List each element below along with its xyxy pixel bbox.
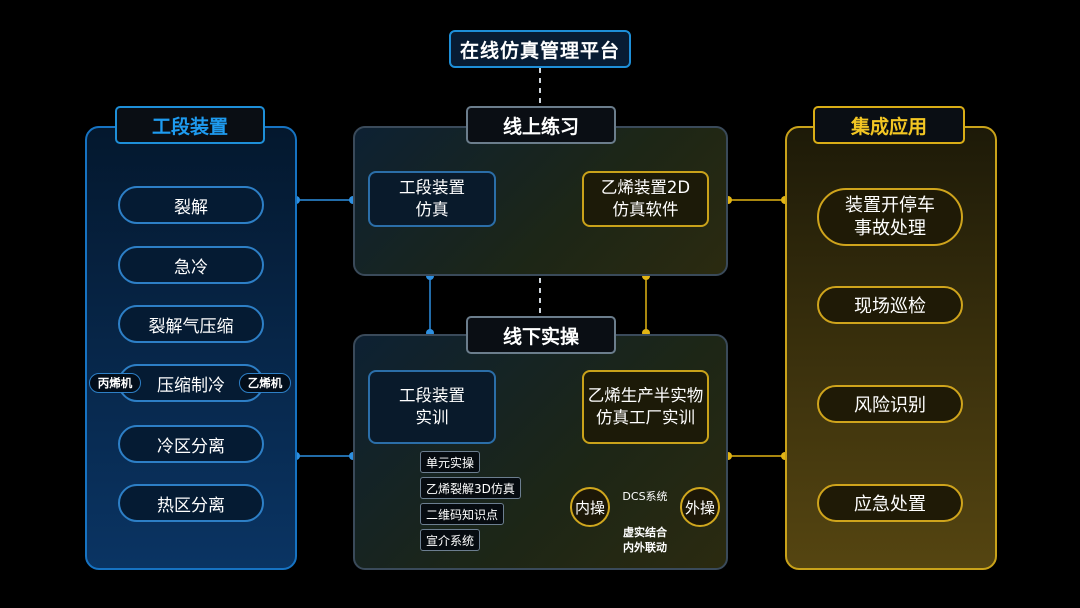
right-item-site-inspection: 现场巡检 [817, 286, 963, 324]
offline-left-box: 工段装置 实训 [368, 370, 496, 444]
offline-left-line2: 实训 [415, 408, 449, 427]
left-item-gas-compression: 裂解气压缩 [118, 305, 264, 343]
left-item-cold-separation: 冷区分离 [118, 425, 264, 463]
outer-operator-node: 外操 [680, 487, 720, 527]
offline-right-line1: 乙烯生产半实物 [587, 385, 704, 405]
left-item-cracking: 裂解 [118, 186, 264, 224]
offline-header: 线下实操 [466, 316, 616, 354]
right-item-startup-accident: 装置开停车 事故处理 [817, 188, 963, 246]
platform-title: 在线仿真管理平台 [449, 30, 631, 68]
sub-item-unit-operation: 单元实操 [420, 451, 481, 473]
left-item-hot-separation: 热区分离 [118, 484, 264, 522]
ethylene-machine-tag: 乙烯机 [239, 373, 291, 393]
sub-item-3d-simulation: 乙烯裂解3D仿真 [420, 477, 521, 499]
link-caption: 虚实结合 内外联动 [605, 525, 685, 556]
right-item-risk-identification: 风险识别 [817, 385, 963, 423]
right-panel-header: 集成应用 [813, 106, 965, 144]
propylene-machine-tag: 丙烯机 [89, 373, 141, 393]
online-right-line2: 仿真软件 [612, 200, 679, 219]
online-left-line1: 工段装置 [399, 177, 465, 197]
online-left-box: 工段装置 仿真 [368, 171, 496, 227]
online-right-box: 乙烯装置2D 仿真软件 [582, 171, 709, 227]
inner-operator-node: 内操 [570, 487, 610, 527]
offline-right-line2: 仿真工厂实训 [596, 408, 695, 427]
dcs-label: DCS系统 [622, 490, 668, 503]
right-item-line1: 装置开停车 [845, 194, 935, 216]
offline-left-line1: 工段装置 [399, 385, 465, 405]
left-item-compression-refrigeration: 压缩制冷 [118, 364, 264, 402]
online-right-line1: 乙烯装置2D [600, 177, 691, 197]
link-caption-line2: 内外联动 [623, 541, 667, 555]
right-item-emergency-response: 应急处置 [817, 484, 963, 522]
right-item-line2: 事故处理 [854, 218, 926, 239]
left-panel-header: 工段装置 [115, 106, 265, 144]
left-item-quench: 急冷 [118, 246, 264, 284]
sub-item-qr-knowledge: 二维码知识点 [420, 503, 505, 525]
link-caption-line1: 虚实结合 [623, 526, 667, 539]
online-header: 线上练习 [466, 106, 616, 144]
offline-right-box: 乙烯生产半实物 仿真工厂实训 [582, 370, 709, 444]
sub-item-promotion-system: 宣介系统 [420, 529, 481, 551]
online-left-line2: 仿真 [415, 200, 449, 219]
